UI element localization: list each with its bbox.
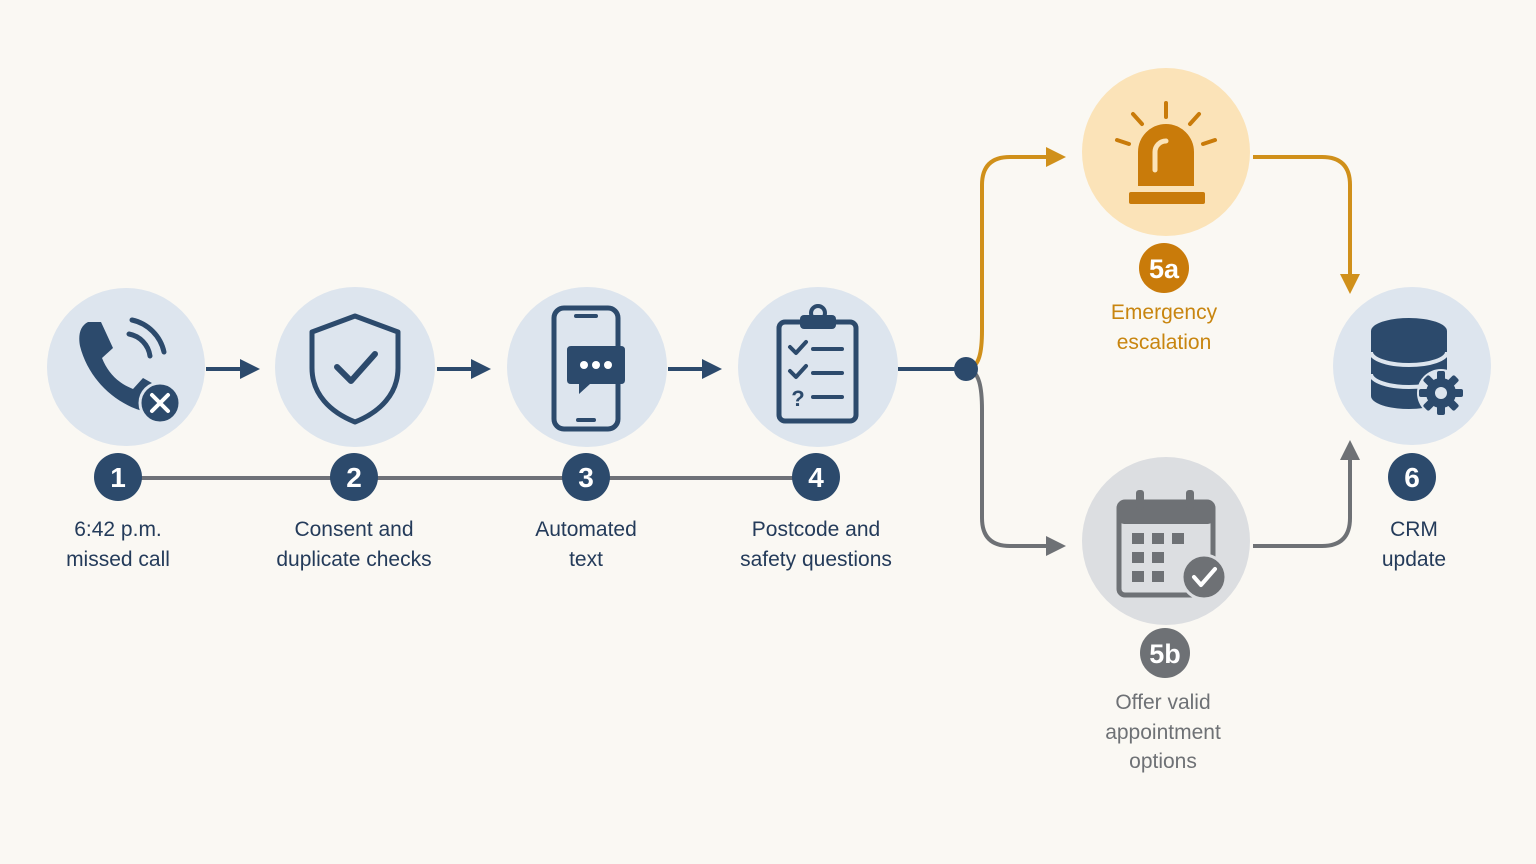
- step-2: 2: [275, 287, 435, 501]
- step-2-badge: [330, 453, 378, 501]
- clipboard-checklist-icon: ?: [776, 304, 859, 424]
- step-5a: 5a: [1082, 68, 1250, 293]
- database-gear-icon: [1369, 318, 1465, 417]
- step-4-badge-text: 4: [808, 462, 824, 493]
- step-5a-label: Emergency escalation: [1044, 298, 1284, 357]
- step-5a-badge: [1139, 243, 1189, 293]
- step-4: ? 4: [738, 287, 898, 501]
- step-1: 1: [47, 288, 205, 501]
- step-1-label-line-1: 6:42 p.m.: [74, 518, 162, 541]
- step-1-badge: [94, 453, 142, 501]
- step-3: 3: [507, 287, 667, 501]
- emergency-beacon-icon: [1115, 101, 1217, 204]
- step-5b-label-line-3: options: [1129, 750, 1197, 773]
- shield-check-icon: [309, 313, 401, 425]
- connectors: [118, 147, 1360, 556]
- arrow-5a-to-6: [1253, 155, 1360, 294]
- step-5b-label: Offer valid appointment options: [1043, 688, 1283, 777]
- step-5b-circle: [1082, 457, 1250, 625]
- step-6-badge-text: 6: [1404, 462, 1420, 493]
- step-2-label-line-1: Consent and: [294, 518, 414, 541]
- step-5b-badge: [1140, 628, 1190, 678]
- step-3-label-line-1: Automated: [535, 518, 637, 541]
- step-2-circle: [275, 287, 435, 447]
- calendar-check-icon: [1116, 490, 1228, 601]
- step-5b-badge-text: 5b: [1149, 639, 1181, 669]
- step-1-badge-text: 1: [110, 462, 126, 493]
- step-6-label: CRM update: [1294, 515, 1534, 574]
- smartphone-message-icon: [551, 305, 625, 432]
- step-2-badge-text: 2: [346, 462, 362, 493]
- step-3-badge: [562, 453, 610, 501]
- step-2-label: Consent and duplicate checks: [234, 515, 474, 574]
- step-5b-label-line-1: Offer valid: [1115, 691, 1211, 714]
- step-4-label: Postcode and safety questions: [696, 515, 936, 574]
- step-1-label: 6:42 p.m. missed call: [0, 515, 238, 574]
- step-5b-label-line-2: appointment: [1105, 720, 1221, 744]
- step-6-label-line-1: CRM: [1390, 518, 1438, 541]
- step-3-badge-text: 3: [578, 462, 594, 493]
- step-4-badge: [792, 453, 840, 501]
- step-1-label-line-2: missed call: [66, 547, 170, 571]
- step-5a-label-line-1: Emergency: [1110, 301, 1218, 324]
- step-5a-label-line-2: escalation: [1116, 330, 1212, 354]
- step-5a-badge-text: 5a: [1149, 254, 1180, 284]
- step-6: 6: [1333, 287, 1491, 501]
- step-6-label-line-2: update: [1381, 547, 1447, 571]
- step-6-badge: [1388, 453, 1436, 501]
- step-1-circle: [47, 288, 205, 446]
- step-3-label-line-2: text: [569, 547, 603, 571]
- step-4-label-line-1: Postcode and: [751, 518, 881, 541]
- arrow-5b-to-6: [1253, 440, 1360, 548]
- step-5b: 5b: [1082, 457, 1250, 678]
- arrow-branch-to-5b: [965, 367, 1066, 556]
- step-4-label-line-2: safety questions: [740, 547, 892, 571]
- svg-text:?: ?: [791, 386, 804, 411]
- step-2-label-line-2: duplicate checks: [276, 547, 432, 571]
- branch-node: [954, 357, 978, 381]
- missed-call-phone-icon: [79, 317, 182, 425]
- step-3-label: Automated text: [466, 515, 706, 574]
